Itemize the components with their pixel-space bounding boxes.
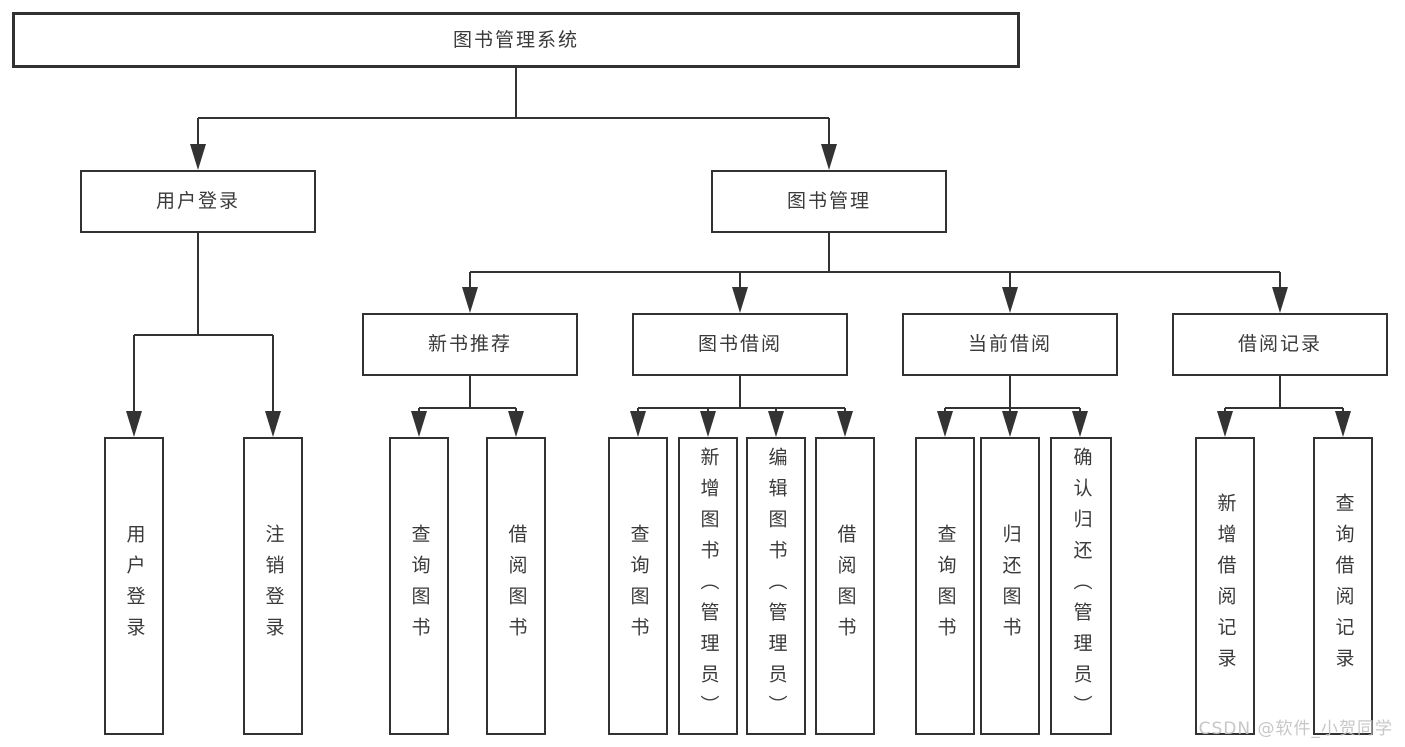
arrowhead <box>190 144 206 170</box>
leaf-query-books-recommend: 查询图书 <box>389 437 449 735</box>
arrowhead <box>1002 411 1018 437</box>
leaf-query-borrow-record: 查询借阅记录 <box>1313 437 1373 735</box>
arrowhead <box>1002 287 1018 313</box>
arrowhead <box>732 287 748 313</box>
leaf-label: 借阅图书 <box>505 524 528 648</box>
leaf-add-books-admin: 新增图书（管理员） <box>678 437 738 735</box>
arrowhead <box>700 411 716 437</box>
arrowhead <box>937 411 953 437</box>
leaf-label: 编辑图书（管理员） <box>765 446 788 726</box>
leaf-label: 注销登录 <box>262 524 285 648</box>
node-label: 用户登录 <box>155 190 240 212</box>
leaf-borrow-books-recommend: 借阅图书 <box>486 437 546 735</box>
arrowhead <box>126 411 142 437</box>
node-new-book-recommendation: 新书推荐 <box>362 313 578 376</box>
leaf-add-borrow-record: 新增借阅记录 <box>1195 437 1255 735</box>
leaf-label: 用户登录 <box>123 524 146 648</box>
leaf-edit-books-admin: 编辑图书（管理员） <box>746 437 806 735</box>
arrowhead <box>1272 287 1288 313</box>
node-label: 借阅记录 <box>1237 333 1322 355</box>
arrowhead <box>508 411 524 437</box>
arrowhead <box>411 411 427 437</box>
node-label: 图书管理系统 <box>452 28 579 51</box>
arrowhead <box>768 411 784 437</box>
node-borrowing-records: 借阅记录 <box>1172 313 1388 376</box>
arrowhead <box>630 411 646 437</box>
leaf-label: 新增图书（管理员） <box>697 446 720 726</box>
node-label: 当前借阅 <box>967 333 1052 355</box>
node-user-login: 用户登录 <box>80 170 316 233</box>
leaf-logout: 注销登录 <box>243 437 303 735</box>
arrowhead <box>1217 411 1233 437</box>
node-book-management: 图书管理 <box>711 170 947 233</box>
leaf-label: 归还图书 <box>999 524 1022 648</box>
leaf-label: 查询图书 <box>408 524 431 648</box>
leaf-user-login: 用户登录 <box>104 437 164 735</box>
leaf-query-books-current: 查询图书 <box>915 437 975 735</box>
arrowhead-group <box>126 144 1351 437</box>
leaf-query-books-borrowing: 查询图书 <box>608 437 668 735</box>
node-label: 图书借阅 <box>697 333 782 355</box>
arrowhead <box>821 144 837 170</box>
leaf-label: 查询借阅记录 <box>1332 493 1355 679</box>
leaf-label: 新增借阅记录 <box>1214 493 1237 679</box>
leaf-label: 确认归还（管理员） <box>1070 446 1093 726</box>
leaf-return-books: 归还图书 <box>980 437 1040 735</box>
leaf-label: 查询图书 <box>934 524 957 648</box>
arrowhead <box>1072 411 1088 437</box>
arrowhead <box>462 287 478 313</box>
leaf-borrow-books: 借阅图书 <box>815 437 875 735</box>
arrowhead <box>837 411 853 437</box>
leaf-label: 借阅图书 <box>834 524 857 648</box>
arrowhead <box>1335 411 1351 437</box>
node-label: 图书管理 <box>786 190 871 212</box>
arrowhead <box>265 411 281 437</box>
leaf-label: 查询图书 <box>627 524 650 648</box>
node-current-borrowing: 当前借阅 <box>902 313 1118 376</box>
node-book-borrowing: 图书借阅 <box>632 313 848 376</box>
node-library-management-system: 图书管理系统 <box>12 12 1020 68</box>
csdn-watermark: CSDN @软件_小贺同学 <box>1198 719 1393 739</box>
node-label: 新书推荐 <box>427 333 512 355</box>
leaf-confirm-return-admin: 确认归还（管理员） <box>1050 437 1112 735</box>
